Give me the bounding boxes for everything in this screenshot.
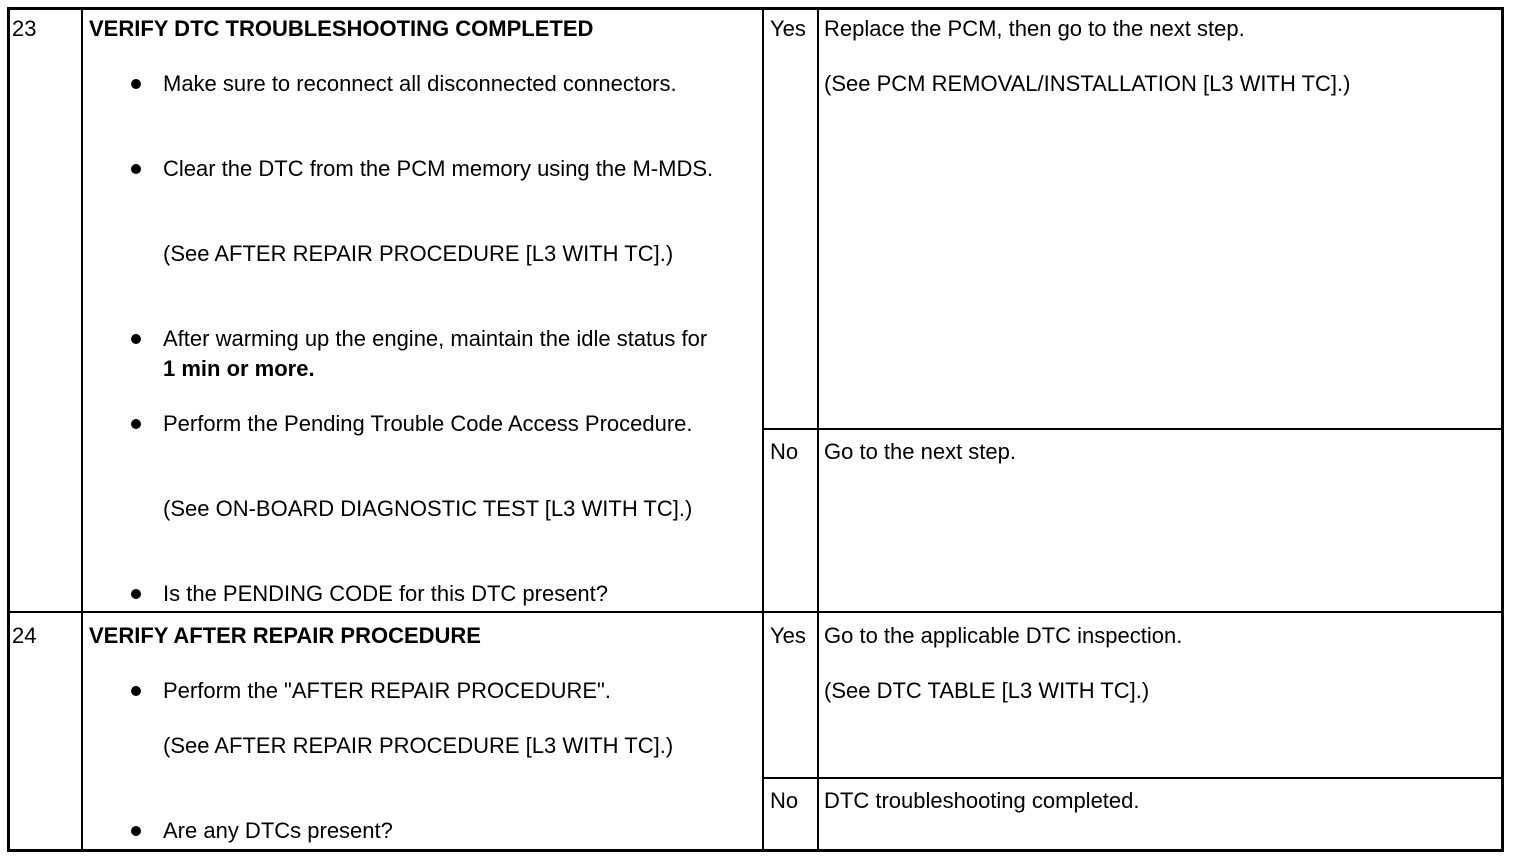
- step-title: VERIFY AFTER REPAIR PROCEDURE: [89, 623, 481, 648]
- bullet-icon: [131, 164, 141, 174]
- step-number: 24: [12, 623, 37, 648]
- instruction-emphasis: 1 min or more.: [163, 356, 315, 381]
- step-question: Are any DTCs present?: [163, 818, 393, 843]
- yes-action: Go to the applicable DTC inspection.: [824, 623, 1183, 648]
- step-instruction: Perform the "AFTER REPAIR PROCEDURE".: [163, 678, 611, 703]
- step-reference: (See ON-BOARD DIAGNOSTIC TEST [L3 WITH T…: [163, 496, 693, 521]
- row-divider-step-23: [7, 611, 1504, 613]
- yes-reference: (See DTC TABLE [L3 WITH TC].): [824, 678, 1150, 703]
- step-reference: (See AFTER REPAIR PROCEDURE [L3 WITH TC]…: [163, 733, 674, 758]
- bullet-icon: [131, 419, 141, 429]
- bullet-icon: [131, 79, 141, 89]
- result-yes-label: Yes: [770, 16, 806, 41]
- step-instruction: After warming up the engine, maintain th…: [163, 324, 723, 384]
- step-reference: (See AFTER REPAIR PROCEDURE [L3 WITH TC]…: [163, 241, 674, 266]
- bullet-icon: [131, 826, 141, 836]
- step-number: 23: [12, 16, 37, 41]
- bullet-icon: [131, 589, 141, 599]
- row-divider-23-yes-no: [762, 428, 1504, 430]
- no-action: DTC troubleshooting completed.: [824, 788, 1140, 813]
- result-no-label: No: [770, 788, 799, 813]
- column-divider-step: [81, 7, 83, 852]
- yes-action: Replace the PCM, then go to the next ste…: [824, 16, 1245, 41]
- yes-reference: (See PCM REMOVAL/INSTALLATION [L3 WITH T…: [824, 71, 1351, 96]
- result-yes-label: Yes: [770, 623, 806, 648]
- bullet-icon: [131, 334, 141, 344]
- bullet-icon: [131, 686, 141, 696]
- no-action: Go to the next step.: [824, 439, 1017, 464]
- step-question: Is the PENDING CODE for this DTC present…: [163, 581, 609, 606]
- instruction-text: After warming up the engine, maintain th…: [163, 326, 708, 351]
- result-no-label: No: [770, 439, 799, 464]
- step-instruction: Clear the DTC from the PCM memory using …: [163, 156, 714, 181]
- row-divider-24-yes-no: [762, 777, 1504, 779]
- step-instruction: Make sure to reconnect all disconnected …: [163, 71, 677, 96]
- step-title: VERIFY DTC TROUBLESHOOTING COMPLETED: [89, 16, 594, 41]
- step-instruction: Perform the Pending Trouble Code Access …: [163, 411, 693, 436]
